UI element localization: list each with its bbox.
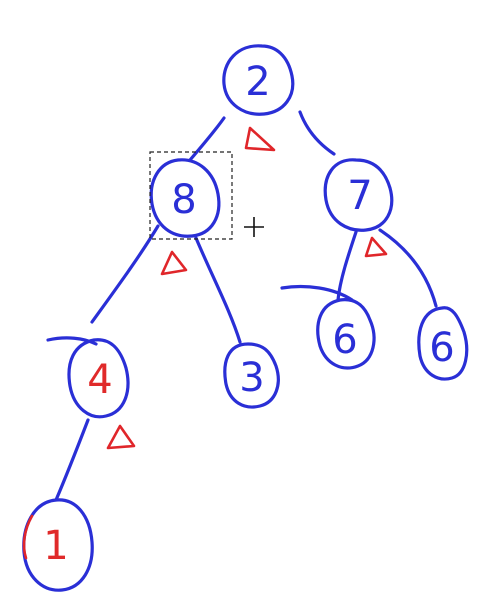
tree-nodes: 2 8 7 4 3 6 6	[22, 44, 469, 592]
edge-4-1	[54, 418, 90, 502]
node-8-label: 8	[171, 177, 196, 223]
triangle-marker-icon	[160, 250, 188, 276]
node-3[interactable]: 3	[223, 342, 280, 409]
edge-7-6a-overshoot	[280, 284, 354, 302]
node-6a-circle	[316, 298, 376, 370]
edge-8-4	[90, 224, 160, 324]
node-3-circle	[223, 342, 280, 409]
node-1-label: 1	[43, 523, 68, 569]
node-3-label: 3	[239, 355, 264, 401]
edge-2-7	[298, 110, 336, 156]
edge-8-3	[194, 236, 242, 344]
node-6b-label: 6	[429, 325, 454, 371]
node-4-label: 4	[87, 357, 112, 403]
node-8[interactable]: 8	[149, 151, 233, 240]
node-6b-circle	[417, 306, 469, 381]
node-6b[interactable]: 6	[417, 306, 469, 381]
crosshair-icon	[244, 217, 264, 237]
node-6a[interactable]: 6	[316, 298, 376, 370]
edge-7-6a	[336, 230, 358, 302]
node-2-label: 2	[245, 59, 270, 105]
edge-4-overshoot	[46, 336, 98, 346]
node-4[interactable]: 4	[67, 338, 130, 419]
triangle-marker-icon	[106, 424, 136, 450]
edge-2-8	[188, 116, 226, 162]
node-7-label: 7	[347, 173, 372, 219]
rotation-markers	[106, 126, 388, 450]
tree-edges	[46, 110, 438, 502]
node-4-circle	[67, 338, 130, 419]
node-2[interactable]: 2	[222, 44, 295, 116]
selection-box[interactable]	[149, 151, 233, 240]
node-1-red-scribble	[22, 514, 34, 560]
triangle-marker-icon	[244, 126, 276, 152]
node-8-circle	[149, 158, 221, 238]
node-1[interactable]: 1	[22, 498, 94, 592]
node-2-circle	[222, 44, 295, 116]
edge-7-6b	[378, 228, 438, 308]
node-6a-label: 6	[332, 317, 357, 363]
triangle-marker-icon	[364, 236, 388, 258]
node-7[interactable]: 7	[323, 158, 394, 232]
node-7-circle	[323, 158, 394, 232]
